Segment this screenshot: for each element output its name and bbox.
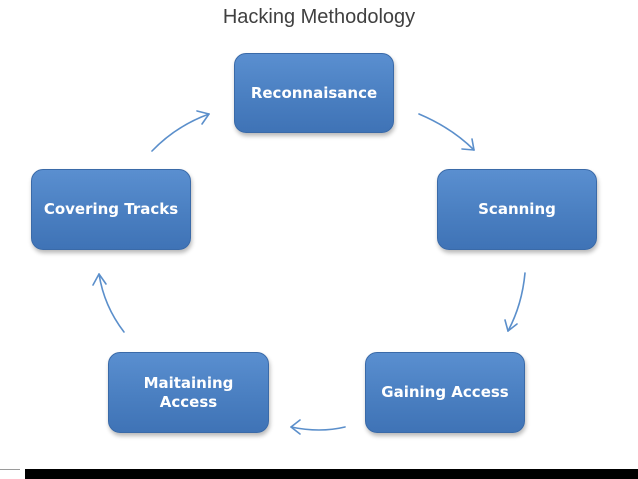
divider-line <box>0 469 20 470</box>
arrow-covering-tracks-to-reconnaissance <box>151 110 210 152</box>
node-reconnaissance: Reconnaisance <box>234 53 394 133</box>
node-maintaining-access: Maitaining Access <box>108 352 269 433</box>
node-covering-tracks: Covering Tracks <box>31 169 191 250</box>
bottom-bar <box>25 469 638 479</box>
arrow-maintaining-access-to-covering-tracks <box>92 273 125 333</box>
diagram-title: Hacking Methodology <box>222 6 416 28</box>
node-gaining-access: Gaining Access <box>365 352 525 433</box>
arrow-reconnaissance-to-scanning <box>418 113 475 151</box>
arrow-scanning-to-gaining-access <box>504 272 526 332</box>
node-scanning: Scanning <box>437 169 597 250</box>
arrow-gaining-access-to-maintaining-access <box>290 419 346 435</box>
